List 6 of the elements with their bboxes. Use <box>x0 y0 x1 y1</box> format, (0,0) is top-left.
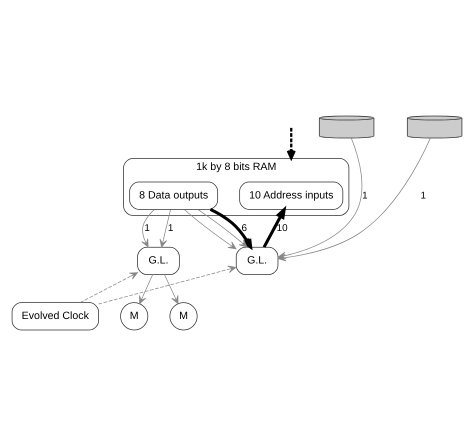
edge-label: 1 <box>362 190 368 201</box>
edge-label: 6 <box>241 222 247 234</box>
edge-label: 1 <box>168 222 174 234</box>
edge-label: 1 <box>144 222 150 234</box>
edge-label: 10 <box>276 222 288 234</box>
edge-label: 1 <box>420 190 426 201</box>
